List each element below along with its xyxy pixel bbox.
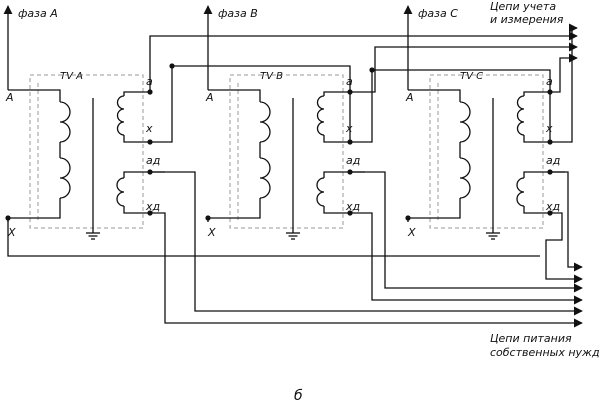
phase-1-aux-lead-x	[123, 206, 150, 214]
phase-3-aux-start-label: aд	[546, 154, 560, 167]
phase-2-hv-start-label: A	[205, 91, 214, 104]
phase-3-sec-start-label: a	[546, 75, 553, 88]
phase-3-aux-a-dot	[547, 169, 553, 175]
figure-label: б	[294, 388, 303, 404]
phase-2-hv-winding-upper	[259, 101, 271, 143]
phase-2-sec-end-label: x	[345, 122, 353, 135]
phase-3-sec-lead-a	[523, 91, 550, 96]
phase-1-aux-winding	[116, 177, 125, 207]
phase-3-aux-lead-a	[523, 171, 565, 178]
phase-3-sec-lead-x	[523, 135, 550, 143]
phase-3-tv-housing	[429, 74, 544, 229]
aux-out-2	[545, 212, 583, 284]
phase-3-hv-lead-x	[407, 198, 461, 222]
phase-1-sec-lead-a	[123, 91, 150, 96]
meter-out-c	[550, 53, 578, 93]
phase-1-hv-start-label: A	[5, 91, 14, 104]
aux-out-3	[350, 171, 583, 293]
phase-3-hv-start-label: A	[405, 91, 414, 104]
meter-out-a	[149, 31, 578, 92]
phase-2-sec-winding	[316, 95, 325, 136]
phase-1-hv-lead-x	[7, 198, 61, 222]
phase-2-sec-lead-a	[323, 91, 350, 96]
phase-2-aux-start-label: aд	[346, 154, 360, 167]
phase-1-phase-label: фаза А	[18, 7, 58, 20]
phase-3-hv-lead-a	[408, 89, 461, 102]
phase-2-hv-lead-x	[207, 198, 261, 222]
phase-1-sec-end-label: x	[145, 122, 153, 135]
phase-1-hv-winding-upper	[59, 101, 71, 143]
meter-neutral-dot-2	[369, 67, 375, 73]
transformer-boxes	[29, 74, 544, 229]
phase-1-aux-end-label: xд	[145, 200, 160, 213]
phase-1-aux-lead-a	[123, 171, 165, 178]
phase-3-hv-x-dot	[405, 215, 411, 221]
phase-2-aux-lead-a	[323, 171, 365, 178]
labels: Цепи учета и измерения Цепи питания собс…	[5, 0, 600, 404]
phase-2-aux-x-dot	[347, 210, 353, 216]
phase-3-aux-lead-x	[523, 206, 550, 214]
phase-3-sec-a-dot	[547, 89, 553, 95]
junction-dots	[5, 63, 553, 221]
meter-neutral-bus	[350, 28, 573, 143]
phase-2-hv-winding-lower	[259, 157, 271, 199]
aux-circuits-label-2: собственных нужд	[490, 346, 600, 359]
phase-3-sec-winding	[516, 95, 525, 136]
wires	[3, 5, 583, 328]
phase-1-sec-lead-x	[123, 135, 150, 143]
phase-2-hv-lead-a	[208, 89, 261, 102]
aux-out-1	[550, 171, 583, 272]
phase-2-hv-x-dot	[205, 215, 211, 221]
phase-3-hv-end-label: X	[407, 226, 416, 239]
metering-circuits-label-1: Цепи учета	[490, 0, 556, 13]
phase-3-phase-label: фаза С	[418, 7, 458, 20]
hv-neutral-bus	[7, 218, 540, 257]
aux-out-4	[350, 212, 583, 305]
phase-1-tv-housing	[29, 74, 144, 229]
phase-1-hv-end-label: X	[7, 226, 16, 239]
metering-circuits-label-2: и измерения	[490, 13, 564, 26]
phase-3-sec-x-dot	[547, 139, 553, 145]
phase-1-hv-winding-lower	[59, 157, 71, 199]
phase-1-aux-start-label: aд	[146, 154, 160, 167]
phase-3-aux-winding	[516, 177, 525, 207]
phase-3-aux-x-dot	[547, 210, 553, 216]
phase-1-aux-a-dot	[147, 169, 153, 175]
phase-1-tv-label: TV A	[60, 71, 83, 82]
phase-1-sec-winding	[116, 95, 125, 136]
phase-2-tv-housing	[229, 74, 344, 229]
phase-1-sec-start-label: a	[146, 75, 153, 88]
phase-2-sec-start-label: a	[346, 75, 353, 88]
phase-1-sec-x-dot	[147, 139, 153, 145]
phase-2-aux-a-dot	[347, 169, 353, 175]
aux-out-5	[150, 171, 583, 316]
phase-2-sec-x-dot	[347, 139, 353, 145]
phase-3-tv-label: TV C	[460, 71, 483, 82]
windings	[59, 95, 525, 240]
phase-2-aux-end-label: xд	[345, 200, 360, 213]
meter-neutral-link	[150, 65, 351, 143]
phase-3-sec-end-label: x	[545, 122, 553, 135]
aux-circuits-label-1: Цепи питания	[490, 332, 572, 345]
phase-2-tv-label: TV B	[260, 71, 283, 82]
phase-2-phase-label: фаза В	[218, 7, 258, 20]
phase-3-hv-winding-lower	[459, 157, 471, 199]
phase-1-hv-lead-a	[8, 89, 61, 102]
phase-1-sec-a-dot	[147, 89, 153, 95]
phase-2-sec-lead-x	[323, 135, 350, 143]
aux-out-6	[150, 212, 583, 328]
phase-3-aux-end-label: xд	[545, 200, 560, 213]
phase-2-sec-a-dot	[347, 89, 353, 95]
phase-1-aux-x-dot	[147, 210, 153, 216]
phase-2-aux-lead-x	[323, 206, 350, 214]
meter-neutral-dot-1	[169, 63, 175, 69]
phase-2-aux-winding	[316, 177, 325, 207]
phase-2-hv-end-label: X	[207, 226, 216, 239]
phase-3-hv-winding-upper	[459, 101, 471, 143]
phase-1-hv-x-dot	[5, 215, 11, 221]
